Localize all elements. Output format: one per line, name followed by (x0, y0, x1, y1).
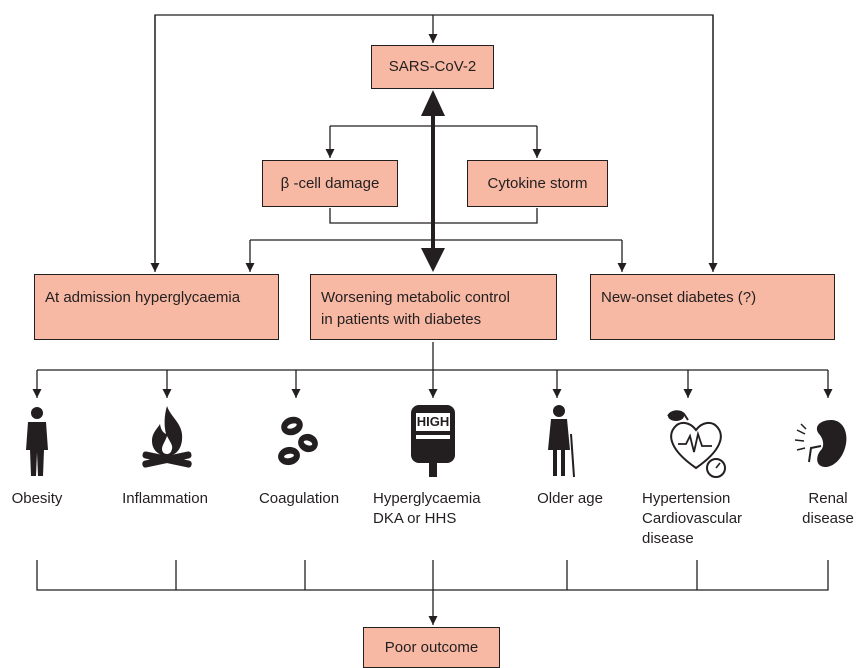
factor-label-coagulation: Coagulation (246, 489, 352, 509)
factor-label-obesity: Obesity (2, 489, 72, 509)
cytokine-storm-label: Cytokine storm (487, 174, 588, 192)
heart-pressure-icon (667, 410, 726, 478)
elderly-person-icon (548, 405, 575, 478)
factor-label-older-age: Older age (527, 489, 613, 509)
cardiovascular-text: Cardiovascular (642, 510, 743, 527)
dka-hhs-text: DKA or HHS (373, 510, 457, 527)
poor-outcome-label: Poor outcome (384, 638, 479, 656)
inflammation-text: Inflammation (122, 490, 208, 507)
renal-text: Renal (808, 490, 848, 507)
sars-cov-2-box: SARS-CoV-2 (371, 45, 494, 89)
admission-hyperglycaemia-label: At admission hyperglycaemia (45, 289, 241, 306)
factor-label-hypertension: Hypertension Cardiovascular disease (642, 489, 752, 549)
worsening-control-line1: Worsening metabolic control (321, 289, 510, 306)
worsening-control-box: Worsening metabolic control in patients … (310, 274, 557, 340)
cytokine-storm-box: Cytokine storm (467, 160, 608, 207)
fire-icon (142, 406, 192, 468)
bidirectional-arrow (421, 90, 445, 272)
factor-label-hyperglycaemia: Hyperglycaemia DKA or HHS (373, 489, 497, 529)
glucose-meter-icon: HIGH (410, 404, 456, 478)
new-onset-diabetes-box: New-onset diabetes (?) (590, 274, 835, 340)
renal-disease-text: disease (802, 510, 854, 527)
obesity-text: Obesity (11, 490, 63, 507)
worsening-control-line2: in patients with diabetes (321, 311, 482, 328)
older-age-text: Older age (537, 490, 603, 507)
factor-label-inflammation: Inflammation (105, 489, 225, 509)
admission-hyperglycaemia-box: At admission hyperglycaemia (34, 274, 279, 340)
poor-outcome-box: Poor outcome (363, 627, 500, 668)
coagulation-text: Coagulation (258, 490, 340, 507)
kidney-icon (794, 420, 847, 468)
blood-cells-icon (278, 416, 318, 466)
beta-cell-damage-label: β -cell damage (280, 174, 380, 192)
hypertension-text: Hypertension (642, 490, 731, 507)
hyperglycaemia-text: Hyperglycaemia (373, 490, 481, 507)
glucose-meter-reading: HIGH (416, 414, 450, 429)
person-icon (26, 407, 48, 476)
beta-cell-damage-box: β -cell damage (262, 160, 398, 207)
disease-text: disease (642, 530, 694, 547)
new-onset-diabetes-label: New-onset diabetes (?) (601, 289, 757, 306)
sars-cov-2-label: SARS-CoV-2 (388, 58, 477, 75)
factor-label-renal: Renal disease (798, 489, 858, 529)
